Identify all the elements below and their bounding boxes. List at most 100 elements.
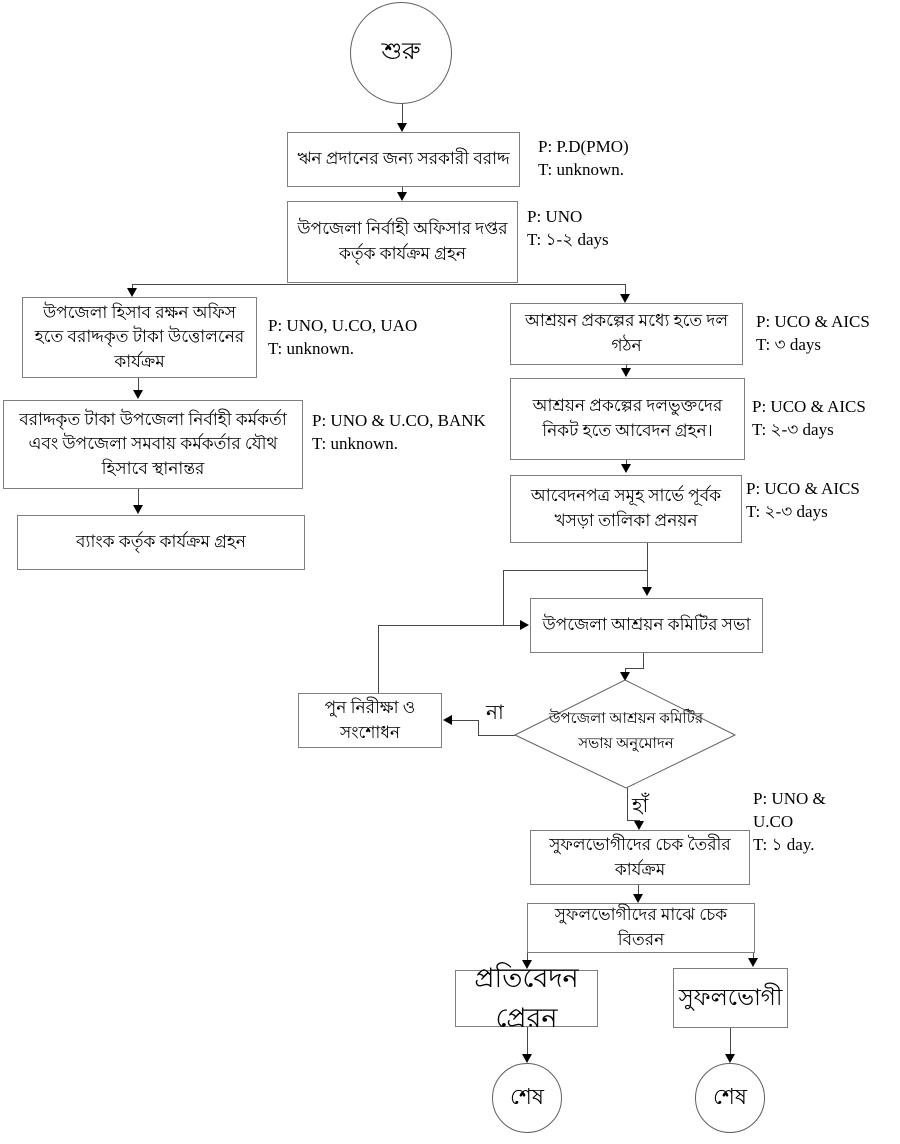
process-application-receive: আশ্রয়ন প্রকল্পের দলভুক্তদের নিকট হতে আব… [510, 378, 745, 460]
arrowhead-into-end-right-icon [725, 1054, 735, 1063]
arrowhead-into-meeting-left-icon [520, 620, 529, 630]
arrowhead-into-accounts-icon [127, 288, 137, 297]
arrowhead-into-revision-icon [443, 715, 452, 725]
arrowhead-into-joint-icon [133, 390, 143, 399]
process-accounts-withdraw: উপজেলা হিসাব রক্ষন অফিস হতে বরাদ্দকৃত টা… [22, 297, 257, 378]
arrowhead-into-govt-icon [397, 123, 407, 132]
connector-loop-vertical [378, 625, 379, 693]
annotation-group-formation-t: T: ৩ days [756, 334, 821, 354]
process-joint-transfer-label: বরাদ্দকৃত টাকা উপজেলা নির্বাহী কর্মকর্তা… [19, 409, 287, 478]
process-report-send: প্রতিবেদন প্রেরন [455, 963, 598, 1033]
process-draft-list: আবেদনপত্র সমূহ সার্ভে পূর্বক খসড়া তালিক… [510, 475, 742, 543]
annotation-uno-office-p: P: UNO [527, 207, 583, 226]
branch-label-no: না [486, 702, 504, 724]
arrowhead-into-end-left-icon [522, 1054, 532, 1063]
connector-report-end [527, 1027, 528, 1056]
decision-diamond-shape [513, 679, 737, 789]
process-committee-meeting: উপজেলা আশ্রয়ন কমিটির সভা [530, 598, 763, 653]
arrowhead-into-decision-icon [620, 672, 630, 681]
connector-detour-vertical [503, 570, 504, 625]
decision-label: উপজেলা আশ্রয়ন কমিটির সভায় অনুমোদন [548, 710, 704, 753]
connector-detour-horizontal [503, 570, 647, 571]
annotation-application-receive-t: T: ২-৩ days [752, 419, 834, 439]
start-terminal: শুরু [350, 2, 452, 104]
end-left-label: শেষ [509, 1083, 545, 1109]
arrowhead-into-distribute-icon [633, 894, 643, 903]
process-revision-label: পুন নিরীক্ষা ও সংশোধন [324, 697, 416, 742]
connector-beneficiary-end [730, 1028, 731, 1056]
annotation-application-receive: P: UCO & AICS T: ২-৩ days [752, 396, 866, 442]
process-uno-office: উপজেলা নির্বাহী অফিসার দপ্তর কর্তৃক কার্… [287, 201, 518, 283]
annotation-uno-office-t: T: ১-২ days [527, 229, 609, 249]
end-terminal-left: শেষ [492, 1063, 562, 1133]
connector-application-draft [626, 460, 627, 466]
decision-diamond [505, 670, 745, 794]
annotation-yes-path-p2: U.CO [753, 811, 794, 831]
annotation-group-formation-p: P: UCO & AICS [756, 312, 870, 331]
arrowhead-into-meeting-top-icon [642, 587, 652, 596]
start-label: শুরু [381, 39, 421, 65]
arrowhead-into-application-icon [621, 368, 631, 377]
connector-yes-jog [627, 820, 640, 821]
connector-no-horizontal2 [451, 720, 478, 721]
arrowhead-into-check-prepare-icon [634, 821, 644, 830]
process-bank-action-label: ব্যাংক কর্তৃক কার্যক্রম গ্রহন [76, 532, 246, 552]
annotation-accounts-withdraw-t: T: unknown. [268, 338, 355, 358]
process-bank-action: ব্যাংক কর্তৃক কার্যক্রম গ্রহন [17, 515, 305, 570]
connector-loop-horizontal [378, 625, 521, 626]
connector-govt-uno [402, 187, 403, 194]
connector-accounts-joint [138, 378, 139, 391]
annotation-yes-path-t: T: ১ day. [753, 834, 815, 854]
connector-start-govt [402, 104, 403, 125]
annotation-joint-transfer: P: UNO & U.CO, BANK T: unknown. [312, 410, 486, 456]
process-check-distribute-label: সুফলভোগীদের মাঝে চেক বিতরন [554, 905, 728, 949]
annotation-application-receive-p: P: UCO & AICS [752, 397, 866, 416]
connector-branch-left-drop [132, 284, 133, 290]
annotation-group-formation: P: UCO & AICS T: ৩ days [756, 311, 870, 357]
annotation-draft-list-p: P: UCO & AICS [746, 479, 860, 498]
process-committee-meeting-label: উপজেলা আশ্রয়ন কমিটির সভা [542, 615, 751, 635]
arrowhead-into-group-icon [620, 294, 630, 303]
connector-yes-vertical1 [627, 788, 628, 821]
process-govt-allocation-label: ঋন প্রদানের জন্য সরকারী বরাদ্দ [297, 149, 510, 169]
annotation-draft-list: P: UCO & AICS T: ২-৩ days [746, 478, 860, 524]
connector-meeting-jog-left [625, 668, 644, 669]
connector-distribute-report [527, 953, 528, 962]
process-draft-list-label: আবেদনপত্র সমূহ সার্ভে পূর্বক খসড়া তালিক… [530, 486, 722, 530]
annotation-govt-allocation-t: T: unknown. [538, 159, 625, 179]
end-right-label: শেষ [712, 1083, 748, 1109]
arrowhead-into-uno-icon [397, 192, 407, 201]
annotation-govt-allocation-p: P: P.D(PMO) [538, 137, 629, 156]
connector-group-application [626, 365, 627, 370]
annotation-joint-transfer-p: P: UNO & U.CO, BANK [312, 411, 486, 430]
annotation-govt-allocation: P: P.D(PMO) T: unknown. [538, 136, 629, 182]
connector-meeting-jog-down [643, 653, 644, 668]
arrowhead-into-report-icon [522, 960, 532, 969]
process-govt-allocation: ঋন প্রদানের জন্য সরকারী বরাদ্দ [287, 132, 520, 187]
annotation-uno-office: P: UNO T: ১-২ days [527, 206, 609, 252]
connector-meeting-decision [625, 668, 626, 674]
annotation-draft-list-t: T: ২-৩ days [746, 501, 828, 521]
annotation-yes-path-p: P: UNO & [753, 789, 826, 808]
process-check-distribute: সুফলভোগীদের মাঝে চেক বিতরন [527, 903, 755, 953]
process-beneficiary: সুফলভোগী [673, 968, 788, 1028]
process-report-send-label: প্রতিবেদন প্রেরন [474, 963, 579, 1033]
process-application-receive-label: আশ্রয়ন প্রকল্পের দলভুক্তদের নিকট হতে আব… [532, 396, 723, 440]
branch-label-yes: হাঁ [632, 795, 649, 817]
process-accounts-withdraw-label: উপজেলা হিসাব রক্ষন অফিস হতে বরাদ্দকৃত টা… [34, 302, 245, 371]
arrowhead-into-beneficiary-icon [748, 958, 758, 967]
connector-no-horizontal1 [478, 735, 515, 736]
connector-distribute-beneficiary [753, 953, 754, 960]
connector-branch-horizontal [132, 284, 626, 285]
process-check-prepare: সুফলভোগীদের চেক তৈরীর কার্যক্রম [530, 830, 750, 885]
process-group-formation: আশ্রয়ন প্রকল্পের মধ্যে হতে দল গঠন [510, 303, 743, 365]
connector-draft-meeting [647, 543, 648, 589]
annotation-accounts-withdraw: P: UNO, U.CO, UAO T: unknown. [268, 315, 417, 361]
process-uno-office-label: উপজেলা নির্বাহী অফিসার দপ্তর কর্তৃক কার্… [297, 219, 508, 263]
arrowhead-into-bank-icon [133, 505, 143, 514]
annotation-yes-path: P: UNO & U.CO T: ১ day. [753, 788, 826, 857]
process-check-prepare-label: সুফলভোগীদের চেক তৈরীর কার্যক্রম [549, 834, 731, 879]
annotation-accounts-withdraw-p: P: UNO, U.CO, UAO [268, 316, 418, 335]
annotation-joint-transfer-t: T: unknown. [312, 433, 399, 453]
